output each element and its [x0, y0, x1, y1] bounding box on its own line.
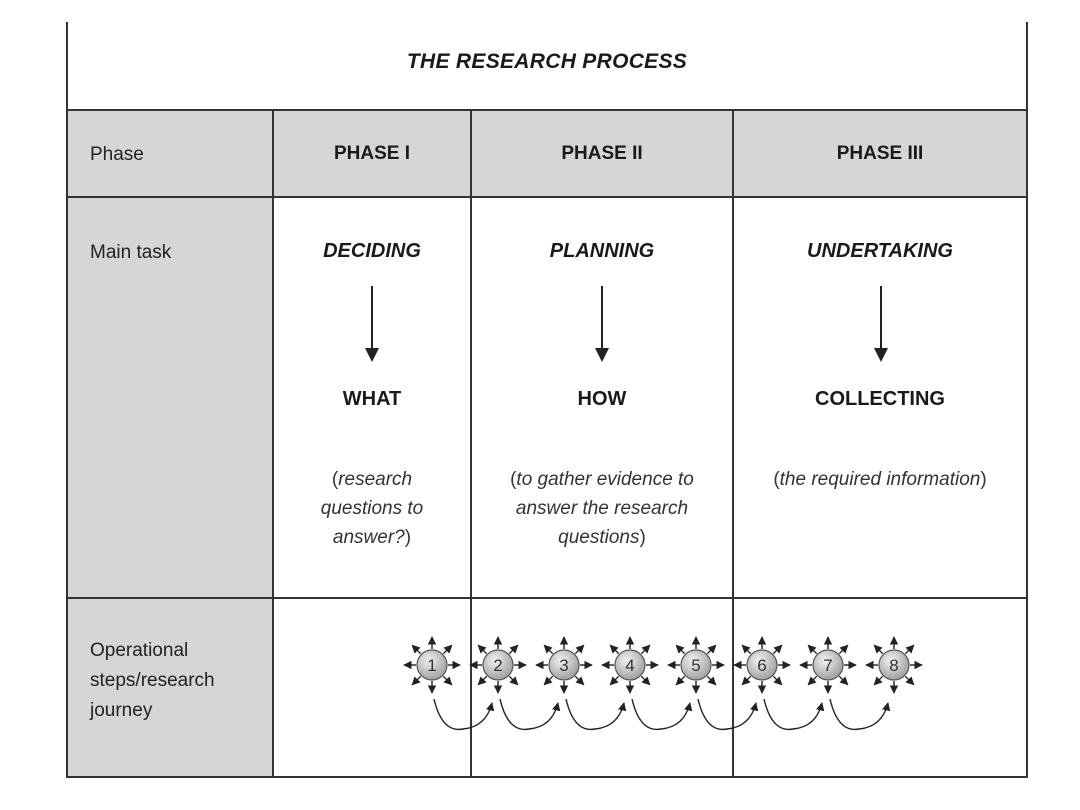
step-spike-arrow [609, 644, 620, 655]
step-spike-arrow [411, 675, 422, 686]
phase-3-key: COLLECTING [815, 388, 945, 410]
step-spike-arrow [706, 675, 717, 686]
step-node: 2 [469, 636, 527, 694]
phase-1-down-arrow [362, 286, 382, 364]
step-number: 3 [559, 656, 568, 675]
step-number: 4 [625, 656, 634, 675]
phase-row-background [67, 110, 1027, 197]
phase-1-header: PHASE I [333, 143, 411, 164]
step-spike-arrow [442, 675, 453, 686]
step-circle [812, 649, 844, 681]
phase-row-divider [66, 196, 1028, 198]
step-node: 7 [799, 636, 857, 694]
phase-3-task: UNDERTAKING [807, 240, 953, 262]
step-spike-arrow [904, 644, 915, 655]
step-spike-arrow [873, 675, 884, 686]
step-spike-arrow [508, 644, 519, 655]
step-spike-arrow [574, 675, 585, 686]
row-label-main-task: Main task [90, 242, 172, 263]
column-divider-3 [732, 110, 734, 777]
phase-2-header: PHASE II [561, 143, 643, 164]
step-spike-arrow [772, 675, 783, 686]
step-node: 3 [535, 636, 593, 694]
row-label-phase: Phase [90, 144, 144, 165]
step-spike-arrow [477, 675, 488, 686]
step-connector-arrow [631, 698, 693, 731]
phase-2-note: (to gather evidence to answer the resear… [510, 469, 694, 548]
row-label-operational-line: journey [90, 700, 153, 721]
outer-border-right [1026, 22, 1028, 778]
step-number: 7 [823, 656, 832, 675]
step-number: 8 [889, 656, 898, 675]
step-node: 4 [601, 636, 659, 694]
phase-2-task: PLANNING [549, 240, 655, 262]
step-spike-arrow [508, 675, 519, 686]
row-label-operational: Operational steps/research journey [90, 636, 215, 726]
column-divider-2 [470, 110, 472, 777]
step-spike-arrow [741, 644, 752, 655]
step-connector-arrow [499, 698, 561, 731]
step-circle [680, 649, 712, 681]
step-node: 1 [403, 636, 461, 694]
step-number: 6 [757, 656, 766, 675]
step-spike-arrow [741, 675, 752, 686]
step-connector-arrow [829, 698, 891, 731]
step-spike-arrow [640, 675, 651, 686]
step-spike-arrow [675, 675, 686, 686]
step-spike-arrow [838, 675, 849, 686]
step-spike-arrow [807, 675, 818, 686]
step-circle [614, 649, 646, 681]
step-number: 1 [427, 656, 436, 675]
phase-3-note: (the required information) [773, 469, 987, 490]
step-spike-arrow [574, 644, 585, 655]
step-connector-arrow [763, 698, 825, 731]
diagram-title: THE RESEARCH PROCESS [406, 50, 688, 73]
step-spike-arrow [543, 644, 554, 655]
step-node: 5 [667, 636, 725, 694]
step-connector-arrow [697, 698, 759, 731]
step-spike-arrow [706, 644, 717, 655]
phase-2-down-arrow [592, 286, 612, 364]
step-circle [548, 649, 580, 681]
outer-border-left [66, 22, 68, 778]
task-row-divider [66, 597, 1028, 599]
step-spike-arrow [838, 644, 849, 655]
column-divider-1 [272, 110, 274, 777]
step-connector-arrow [565, 698, 627, 731]
step-spike-arrow [543, 675, 554, 686]
step-spike-arrow [807, 644, 818, 655]
phase-3-header: PHASE III [836, 143, 924, 164]
step-spike-arrow [772, 644, 783, 655]
step-node: 6 [733, 636, 791, 694]
step-spike-arrow [411, 644, 422, 655]
step-circle [482, 649, 514, 681]
step-spike-arrow [477, 644, 488, 655]
step-spike-arrow [640, 644, 651, 655]
step-circle [878, 649, 910, 681]
phase-2-key: HOW [577, 388, 627, 410]
phase-1-task: DECIDING [323, 240, 421, 262]
step-spike-arrow [873, 644, 884, 655]
step-circle [746, 649, 778, 681]
step-connector-arrow [433, 698, 495, 731]
title-divider [66, 109, 1028, 111]
label-column-background [67, 197, 273, 777]
outer-border-bottom [66, 776, 1028, 778]
step-spike-arrow [904, 675, 915, 686]
row-label-operational-line: steps/research [90, 670, 215, 691]
phase-1-note: (research questions to answer?) [320, 469, 424, 548]
step-spike-arrow [442, 644, 453, 655]
row-label-operational-line: Operational [90, 640, 189, 661]
step-number: 5 [691, 656, 700, 675]
step-node: 8 [865, 636, 923, 694]
step-circle [416, 649, 448, 681]
phase-3-down-arrow [871, 286, 891, 364]
step-number: 2 [493, 656, 502, 675]
step-spike-arrow [609, 675, 620, 686]
step-spike-arrow [675, 644, 686, 655]
phase-1-key: WHAT [342, 388, 402, 410]
